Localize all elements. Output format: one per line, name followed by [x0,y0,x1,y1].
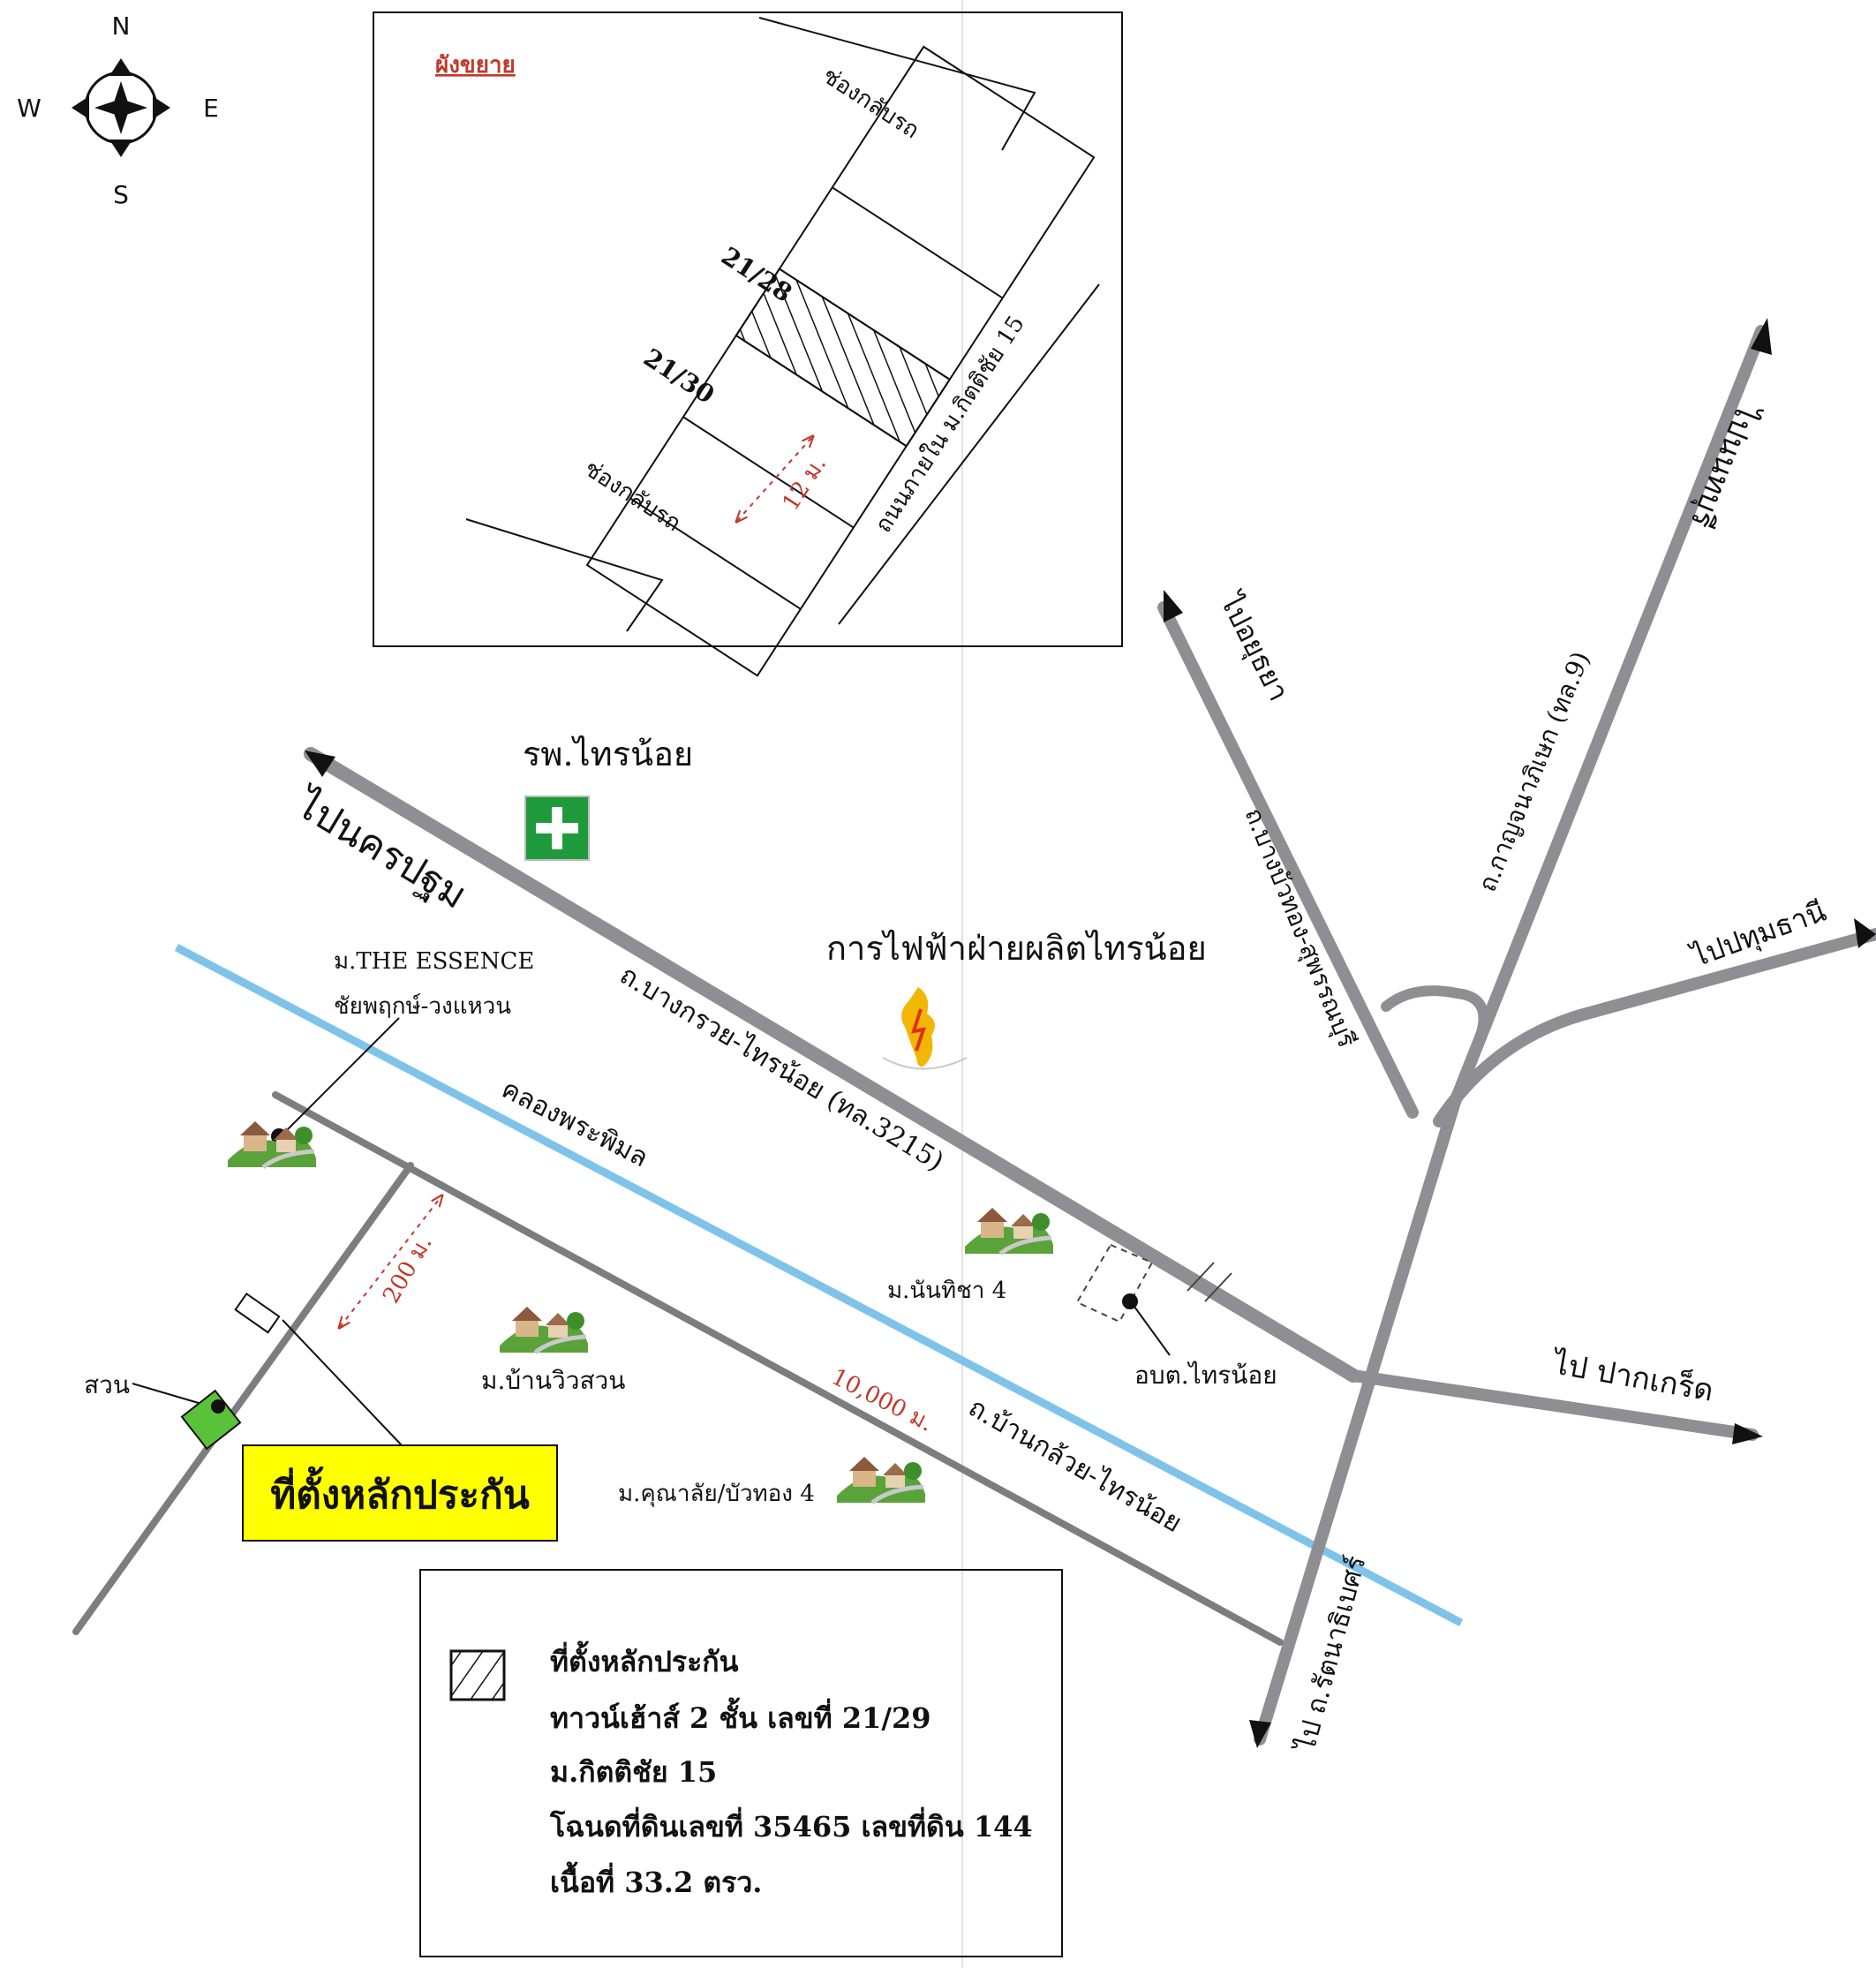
kunalai-label: ม.คุณาลัย/บัวทอง 4 [618,1481,815,1507]
road-to-pakkret: ไป ปากเกร็ด [1548,1345,1716,1409]
compass-e: E [203,94,219,123]
inset-return-bottom: ช่องกลับรถ [579,456,685,538]
garden-plot [180,1389,242,1451]
compass-s: S [113,180,129,209]
hospital-cross-icon [524,795,590,861]
village-nanthicha-icon [965,1208,1053,1254]
inset-unit-b: 21/30 [638,343,720,410]
inset-return-top: ช่องกลับรถ [817,63,923,145]
legend-line-4: โฉนดที่ดินเลขที่ 35465 เลขที่ดิน 144 [549,1806,1033,1844]
distance-200: 200 ม. [378,1231,438,1308]
nanthicha-label: ม.นันทิชา 4 [887,1278,1006,1304]
village-kunalai-icon [837,1457,925,1503]
legend-box: ที่ตั้งหลักประกัน ทาวน์เฮ้าส์ 2 ชั้น เลข… [419,1569,1063,1957]
canal-line [174,944,1464,1626]
collateral-label: ที่ตั้งหลักประกัน [270,1466,530,1518]
road-network [72,325,1876,1746]
essence-label-1: ม.THE ESSENCE [334,948,534,975]
egat-logo-icon [882,987,968,1070]
road-arrowheads [305,318,1876,1748]
village-essence-icon [228,1121,316,1167]
compass-w: W [17,94,41,123]
inset-title: ผังขยาย [435,52,516,79]
hospital-label: รพ.ไทรน้อย [523,735,693,773]
compass-n: N [112,11,131,41]
legend-line-2: ทาวน์เฮ้าส์ 2 ชั้น เลขที่ 21/29 [550,1697,931,1735]
collateral-callout [242,1444,558,1542]
legend-line-5: เนื้อที่ 33.2 ตรว. [550,1861,762,1899]
garden-label: สวน [84,1370,130,1399]
legend-hatch-swatch [449,1649,506,1701]
banwiw-label: ม.บ้านวิวสวน [481,1366,625,1395]
village-banwiw-icon [500,1307,588,1353]
egat-label: การไฟฟ้าฝ่ายผลิตไทรน้อย [826,929,1207,968]
road-bangbuathong-label: ถ.บางบัวทอง-สุพรรณบุรี [1239,803,1362,1052]
road-kanchana-label: ถ.กาญจนาภิเษก (ทล.9) [1473,647,1595,895]
compass-rose-icon: N S E W [17,11,219,209]
legend-line-3: ม.กิตติชัย 15 [550,1755,717,1789]
road-to-ayutthaya: ไปอยุธยา [1212,586,1296,707]
essence-label-2: ชัยพฤกษ์-วงแหวน [334,993,511,1020]
road-main-label: ถ.บางกรวย-ไทรน้อย (ทล.3215) [614,959,950,1178]
inset-plan: ผังขยาย ช่องกลับรถ ช่องกลับรถ 21/28 21/3… [373,11,1123,677]
legend-line-1: ที่ตั้งหลักประกัน [550,1640,739,1678]
obt-label: อบต.ไทรน้อย [1134,1361,1277,1390]
